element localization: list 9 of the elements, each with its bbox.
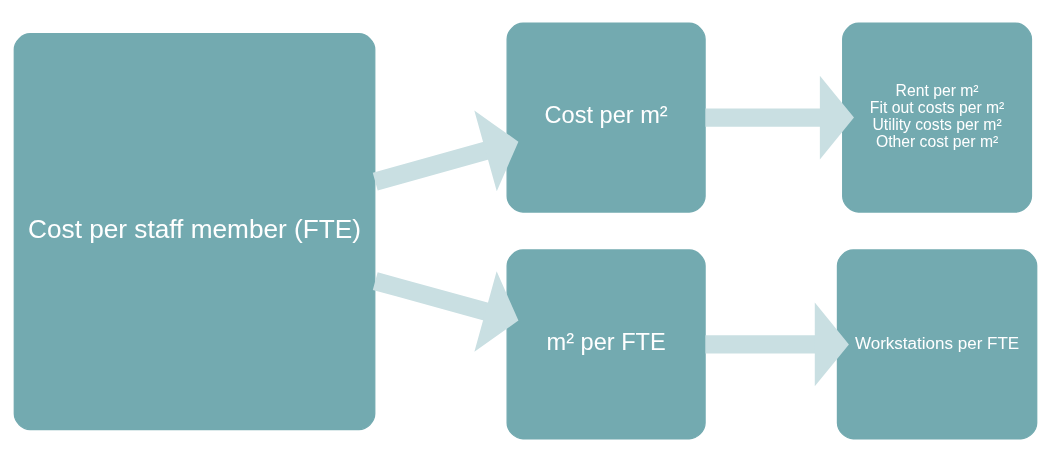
node-box: Workstations per FTE (836, 248, 1038, 439)
arrow (705, 302, 849, 386)
arrow (372, 110, 519, 191)
node-box: Cost per staff member (FTE) (13, 32, 376, 430)
arrow (705, 75, 854, 159)
node-box: m² per FTE (506, 248, 706, 439)
arrow (372, 270, 519, 352)
node-box: Cost per m² (506, 22, 706, 213)
node-box: Rent per m² Fit out costs per m² Utility costs per m² Other cost per m² (842, 22, 1033, 213)
